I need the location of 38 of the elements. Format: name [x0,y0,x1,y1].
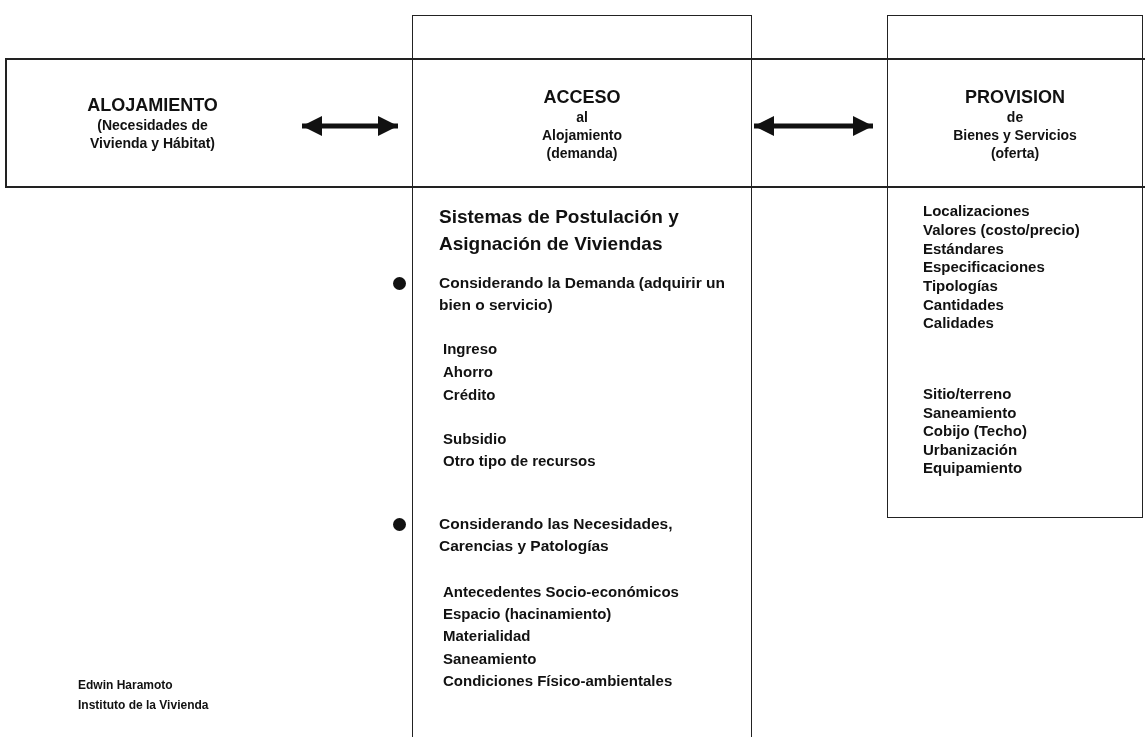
column-subheading: Alojamiento [541,126,623,144]
list-item: Sitio/terreno [923,384,1012,403]
list-item: Tipologías [923,276,998,295]
list-item: Crédito [443,385,496,404]
column-subheading: (Necesidades de Vivienda y Hábitat) [89,116,216,152]
list-item: Urbanización [923,440,1018,459]
list-item: Localizaciones [923,201,1030,220]
column-heading: ALOJAMIENTO [87,94,218,116]
list-item: Subsidio [443,429,507,448]
column-subheading: (demanda) [546,144,618,162]
list-item: Calidades [923,313,994,332]
list-item: Antecedentes Socio-económicos [443,582,679,601]
bullet-text: Considerando la Demanda (adquirir un bien o servicio) [439,273,726,315]
list-item: Condiciones Físico-ambientales [443,671,673,690]
column-subheading: al [576,108,588,126]
column-subheading: de [1006,108,1024,126]
list-item: Especificaciones [923,257,1045,276]
column-subheading: (oferta) [990,144,1040,162]
list-item: Estándares [923,239,1004,258]
list-item: Cantidades [923,295,1004,314]
list-item: Cobijo (Techo) [923,421,1027,440]
list-item: Ahorro [443,362,493,381]
list-item: Saneamiento [443,649,537,668]
bullet-text: Considerando las Necesidades, Carencias y Patologías [439,514,674,556]
section-heading: Sistemas de Postulación y Asignación de Viviendas [439,205,680,256]
list-item: Valores (costo/precio) [923,220,1080,239]
list-item: Espacio (hacinamiento) [443,604,612,623]
author-credit: Instituto de la Vivienda [78,697,209,714]
list-item: Saneamiento [923,403,1017,422]
list-item: Otro tipo de recursos [443,451,596,470]
list-item: Equipamiento [923,458,1023,477]
list-item: Materialidad [443,626,531,645]
list-item: Ingreso [443,339,498,358]
author-credit: Edwin Haramoto [78,677,173,694]
column-subheading: Bienes y Servicios [953,126,1077,144]
column-box [887,15,1143,518]
column-heading: PROVISION [965,86,1065,108]
column-heading: ACCESO [543,86,621,108]
